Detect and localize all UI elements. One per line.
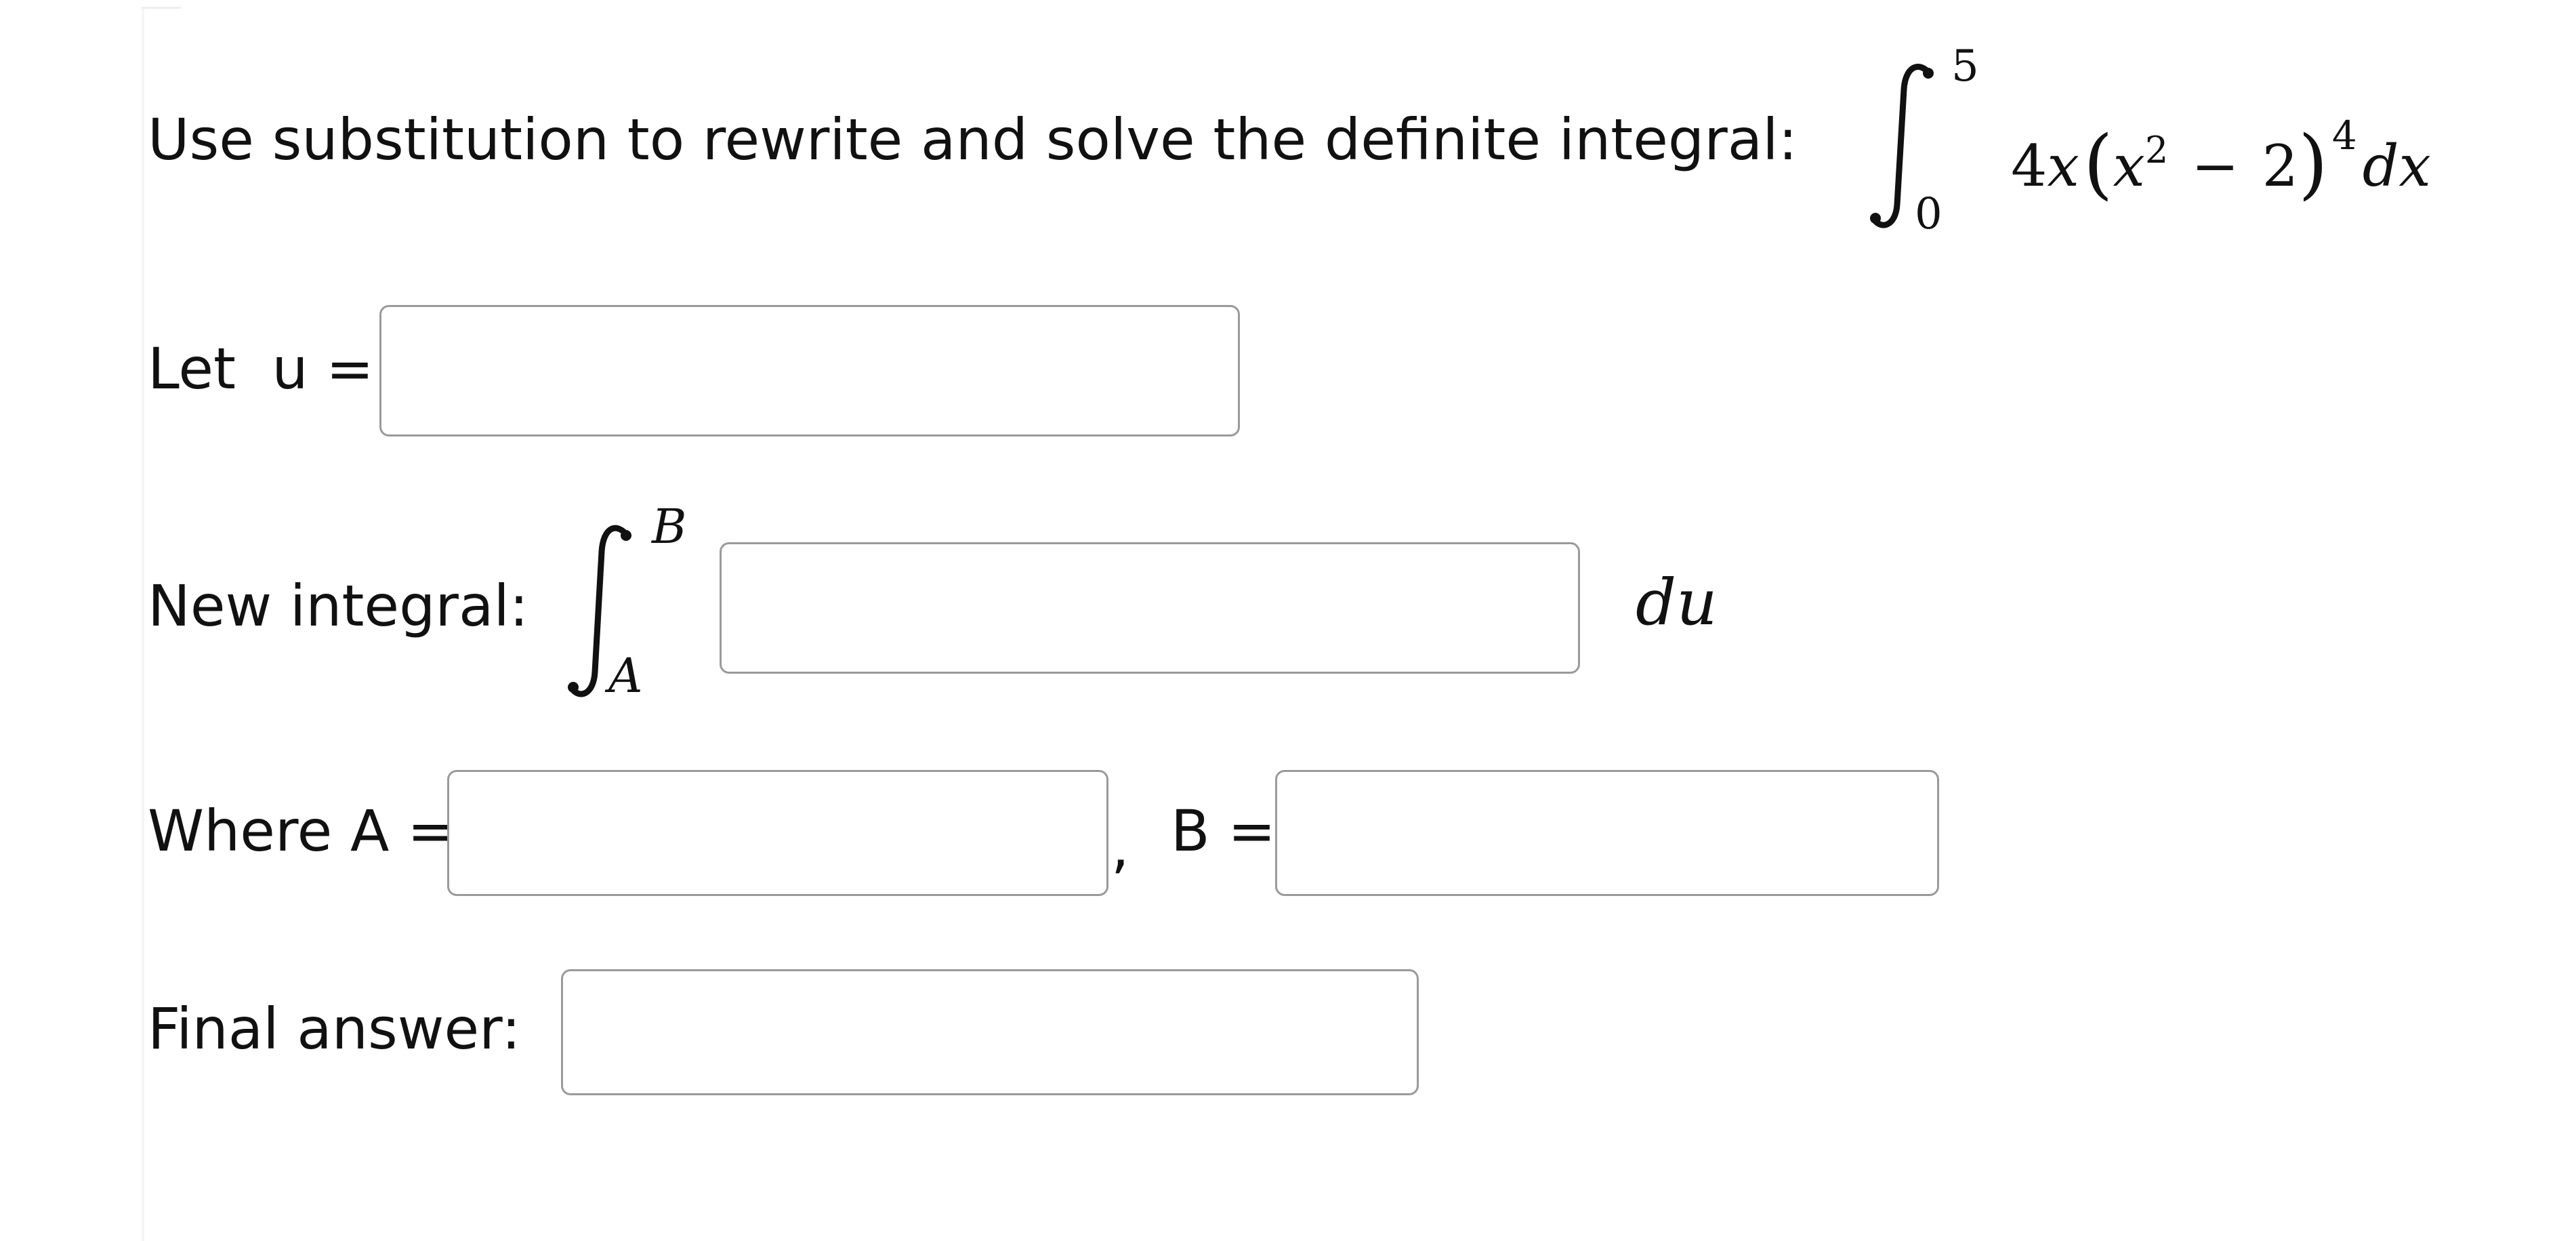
new-integral-sign [568,525,631,697]
a-input[interactable] [447,770,1108,896]
given-integral-sign [1870,64,1934,228]
a-label: Where A = [148,798,455,864]
integrand-variable: x [2047,133,2079,199]
b-label: B = [1171,798,1276,864]
b-input[interactable] [1275,770,1939,896]
given-upper-limit: 5 [1951,41,1979,91]
u-input[interactable] [379,305,1240,436]
new-differential: du [1636,566,1718,640]
left-paren: ( [2083,120,2113,208]
final-answer-label: Final answer: [148,996,521,1062]
final-answer-input[interactable] [561,969,1419,1095]
content-left-border [142,7,144,1241]
bounds-separator: , [1111,814,1129,880]
new-upper-limit: B [652,499,687,554]
integrand-coefficient: 4 [2011,133,2048,199]
inner-constant: 2 [2262,133,2299,199]
outer-exponent: 4 [2331,113,2357,159]
content-top-border [142,7,181,9]
let-u-label: Let u = [148,335,374,402]
inner-exponent: 2 [2144,129,2169,171]
new-integral-label: New integral: [148,573,529,639]
given-lower-limit: 0 [1915,189,1943,239]
inner-variable: x [2113,133,2145,199]
given-integrand: 4x(x2−2)4dx [2011,102,2431,202]
right-paren: ) [2298,120,2328,208]
problem-statement: Use substitution to rewrite and solve th… [148,106,1798,173]
new-integrand-input[interactable] [720,542,1580,674]
minus-sign: − [2191,133,2239,199]
new-lower-limit: A [608,648,643,704]
given-differential: dx [2362,133,2431,199]
